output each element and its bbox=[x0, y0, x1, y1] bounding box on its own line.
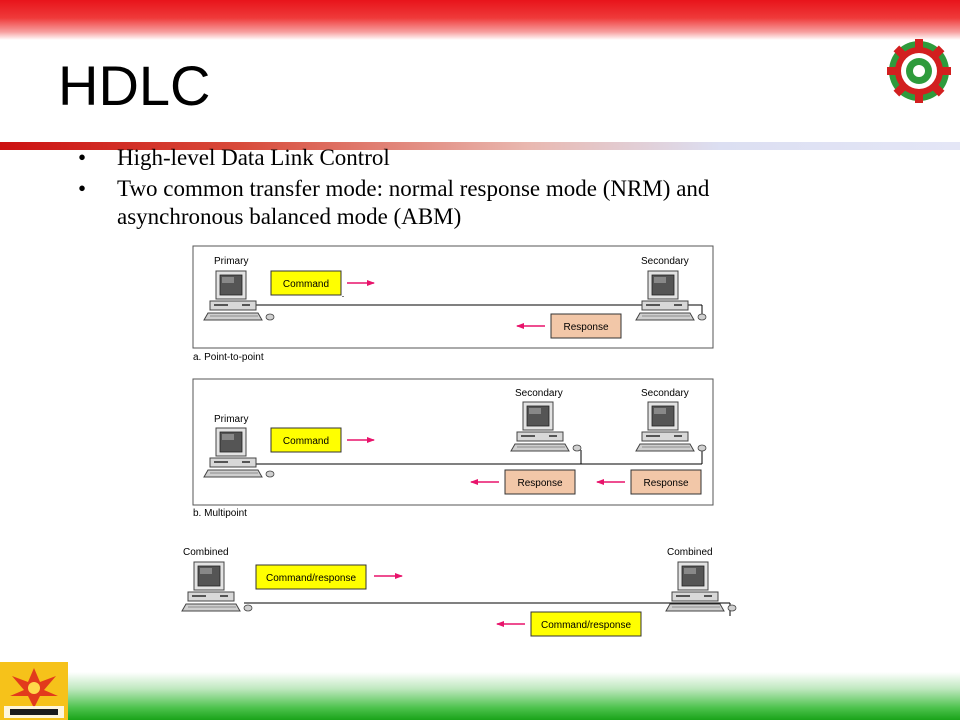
primary-station-label: Primary bbox=[214, 414, 248, 425]
secondary-station-label: Secondary bbox=[641, 388, 689, 399]
combined-station-label: Combined bbox=[667, 547, 713, 558]
multipoint-caption: b. Multipoint bbox=[193, 508, 247, 519]
response-frame-label: Response bbox=[643, 478, 688, 489]
secondary-station-label: Secondary bbox=[641, 256, 689, 267]
response-frame-box bbox=[550, 313, 622, 339]
bottom-green-band bbox=[0, 672, 960, 720]
point-to-point-caption: a. Point-to-point bbox=[193, 352, 264, 363]
response-frame-box bbox=[630, 469, 702, 495]
primary-station-label: Primary bbox=[214, 256, 248, 267]
bullet-marker: • bbox=[78, 145, 87, 170]
title-divider bbox=[0, 142, 960, 150]
response-frame-label: Response bbox=[517, 478, 562, 489]
bullet-item: • Two common transfer mode: normal respo… bbox=[78, 175, 838, 231]
gear-emblem-logo bbox=[887, 39, 951, 103]
top-red-band bbox=[0, 0, 960, 40]
bullet-marker: • bbox=[78, 176, 87, 201]
command-frame-box bbox=[270, 270, 342, 296]
point-to-point-panel: Primary Secondary Command Response a. Po… bbox=[192, 245, 714, 363]
command-response-frame-box bbox=[530, 611, 642, 637]
command-response-frame-box bbox=[255, 564, 367, 590]
slide-title: HDLC bbox=[58, 54, 211, 117]
bullet-list: • High-level Data Link Control • Two com… bbox=[78, 144, 838, 234]
command-frame-label: Command bbox=[283, 279, 329, 290]
secondary-station-label: Secondary bbox=[515, 388, 563, 399]
combined-panel: Combined Combined Command/response Comma… bbox=[181, 547, 737, 637]
multipoint-panel: Primary Secondary Secondary Command Resp… bbox=[192, 378, 714, 519]
response-frame-box bbox=[504, 469, 576, 495]
combined-station-label: Combined bbox=[183, 547, 229, 558]
bullet-text: Two common transfer mode: normal respons… bbox=[117, 176, 710, 229]
combined-computer-icon bbox=[181, 561, 253, 612]
bullet-item: • High-level Data Link Control bbox=[78, 144, 838, 172]
e-cell-logo bbox=[0, 662, 68, 720]
command-response-frame-label: Command/response bbox=[541, 620, 631, 631]
response-frame-label: Response bbox=[563, 322, 608, 333]
command-response-frame-label: Command/response bbox=[266, 573, 356, 584]
bullet-text: High-level Data Link Control bbox=[117, 145, 390, 170]
command-frame-box bbox=[270, 427, 342, 453]
command-frame-label: Command bbox=[283, 436, 329, 447]
combined-computer-icon bbox=[665, 561, 737, 612]
